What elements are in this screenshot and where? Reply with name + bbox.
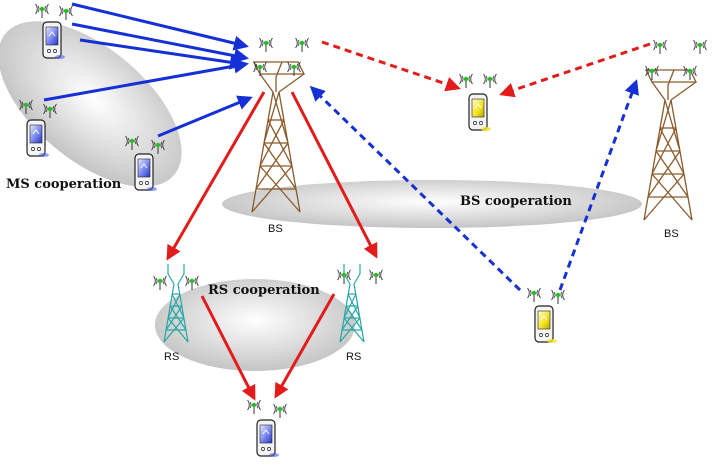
rs-left-label: RS — [164, 351, 179, 363]
bs-coop-link — [499, 42, 651, 98]
lattice-tower-icon — [251, 61, 305, 213]
bs-to-rs-links — [166, 91, 378, 261]
ms-link — [43, 58, 249, 102]
bs-left-label: BS — [268, 223, 283, 235]
antenna-signal-icon — [59, 5, 73, 21]
base-station-right — [643, 39, 707, 221]
bs-rs-link — [290, 91, 378, 259]
bs-cooperation-label: BS cooperation — [460, 194, 572, 209]
mobile-phone-icon — [534, 305, 558, 344]
antenna-signal-icon — [653, 39, 667, 55]
ms-cooperation-cloud — [0, 21, 182, 187]
bs-right-label: BS — [664, 228, 679, 240]
rs-right-label: RS — [346, 351, 361, 363]
mobile-phone-icon — [256, 419, 280, 458]
rs-cooperation-label: RS cooperation — [208, 283, 320, 298]
antenna-signal-icon — [35, 3, 49, 19]
ms-to-bs-links — [43, 2, 253, 138]
antenna-signal-icon — [693, 39, 707, 55]
antenna-signal-icon — [369, 269, 383, 285]
mobile-station-bs-source — [527, 287, 565, 344]
uplink — [309, 85, 522, 292]
rs-to-ms-links — [200, 293, 336, 401]
antenna-signal-icon — [259, 37, 273, 53]
antenna-signal-icon — [459, 73, 473, 89]
antenna-signal-icon — [483, 73, 497, 89]
antenna-signal-icon — [153, 275, 167, 291]
mobile-station-bs-target — [459, 73, 497, 132]
antenna-signal-icon — [247, 399, 261, 415]
uplink — [558, 79, 639, 291]
bs-rs-link — [166, 91, 266, 261]
antenna-signal-icon — [527, 287, 541, 303]
ms-to-bs-uplinks — [309, 79, 639, 292]
rs-ms-link — [274, 293, 336, 399]
bs-cooperation-links — [321, 40, 651, 98]
bs-coop-link — [321, 40, 461, 92]
ms-link — [71, 22, 249, 64]
ms-link — [79, 38, 245, 70]
lattice-tower-icon — [643, 69, 697, 221]
ms-cooperation-label: MS cooperation — [6, 177, 122, 192]
mobile-station-rs-target — [247, 399, 287, 458]
antenna-signal-icon — [273, 403, 287, 419]
ms-link — [157, 95, 253, 138]
relay-station-right — [337, 263, 383, 343]
ms-link — [71, 2, 249, 51]
rs-ms-link — [200, 295, 256, 401]
antenna-signal-icon — [551, 289, 565, 305]
mobile-phone-icon — [468, 93, 492, 132]
antenna-signal-icon — [645, 65, 659, 81]
antenna-signal-icon — [295, 37, 309, 53]
